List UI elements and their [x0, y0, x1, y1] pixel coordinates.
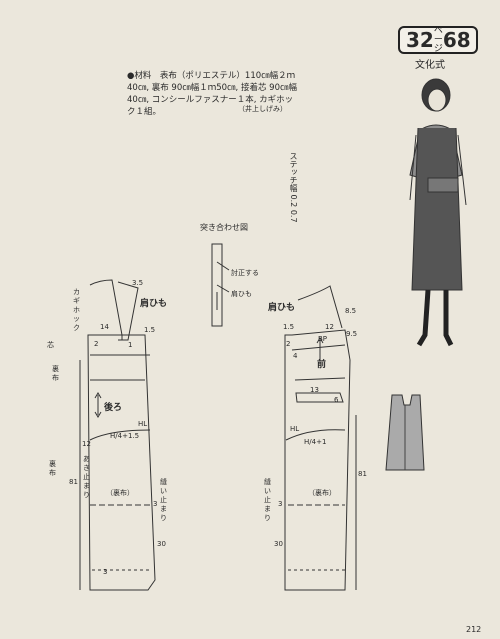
back-core-label: 芯: [47, 341, 54, 349]
back-m-2: 2: [94, 340, 99, 348]
back-lining-top: 裏布: [52, 365, 59, 382]
back-m-1: 1: [128, 341, 133, 349]
front-m-2: 2: [286, 340, 291, 348]
pattern-number-badge: 32 ページ 68: [398, 26, 478, 54]
model-illustration: [409, 78, 467, 347]
front-m-6: 6: [334, 396, 339, 404]
front-m-95: 9.5: [346, 330, 358, 338]
back-m-12: 12: [82, 440, 91, 448]
stitch-width-label: ステッチ幅: [289, 152, 298, 192]
front-direction-label: 前: [317, 360, 327, 370]
front-bp: BP: [318, 335, 328, 343]
front-waist-formula: H/4+1: [304, 438, 327, 446]
stitch-width-note: ステッチ幅 0.2 0.7: [288, 152, 298, 223]
flat-sketch: [385, 394, 425, 471]
front-formula-h: H: [304, 438, 310, 446]
back-m-35: 3.5: [132, 279, 144, 287]
back-formula-h: H: [110, 432, 116, 440]
front-m-12: 12: [325, 323, 334, 331]
back-formula-den: 4: [117, 432, 123, 440]
front-m-30: 30: [274, 540, 283, 548]
back-m-3: 3: [153, 500, 158, 508]
front-m-81: 81: [358, 470, 367, 478]
detail-label-strap: 肩ひも: [231, 290, 252, 298]
front-lining-body: （裏布）: [308, 489, 336, 497]
front-formula-den: 4: [311, 438, 317, 446]
back-strap-label: 肩ひも: [140, 299, 168, 309]
designer-credit: （井上しげみ）: [238, 105, 287, 113]
front-m-3: 3: [278, 500, 283, 508]
back-pattern: [79, 279, 156, 591]
back-m-15: 1.5: [144, 326, 156, 334]
back-hook-label: カギホック: [73, 288, 80, 332]
strap-detail: [211, 243, 230, 327]
detail-label-stitch: 討正する: [231, 269, 259, 277]
back-sewing-end: 縫い止まり: [160, 478, 167, 522]
page-number: 212: [466, 625, 482, 634]
back-hl: HL: [138, 420, 148, 428]
page-ref-unit: ページ: [433, 25, 443, 54]
materials-text: ●材料 表布（ポリエステル）110㎝幅２ｍ40㎝, 裏布 90㎝幅１ｍ50㎝, …: [127, 71, 297, 117]
front-formula-rest: +1: [316, 438, 327, 446]
back-formula-rest: +1.5: [122, 432, 140, 440]
detail-title: 突き合わせ図: [200, 223, 248, 232]
publisher-label: 文化式: [415, 60, 445, 71]
back-m-30: 30: [157, 540, 166, 548]
back-opening-label: あき止まり: [83, 455, 90, 499]
front-sewing-end: 縫い止まり: [264, 478, 271, 522]
stitch-width-values: 0.2 0.7: [289, 194, 298, 223]
back-direction-label: 後ろ: [104, 403, 123, 413]
front-m-15: 1.5: [283, 323, 295, 331]
front-hl: HL: [290, 425, 300, 433]
front-pattern: [284, 285, 357, 591]
back-m-3b: 3: [103, 568, 108, 576]
front-m-85: 8.5: [345, 307, 357, 315]
back-waist-formula: H/4+1.5: [110, 432, 140, 440]
back-lining-side: 裏布: [49, 460, 56, 477]
back-lining-body: （裏布）: [106, 489, 134, 497]
pattern-number: 68: [442, 28, 471, 52]
page-ref-number: 32: [406, 28, 434, 52]
front-m-4: 4: [293, 352, 298, 360]
front-m-13: 13: [310, 386, 319, 394]
back-m-14: 14: [100, 323, 109, 331]
back-m-81: 81: [69, 478, 78, 486]
front-strap-label: 肩ひも: [268, 303, 296, 313]
